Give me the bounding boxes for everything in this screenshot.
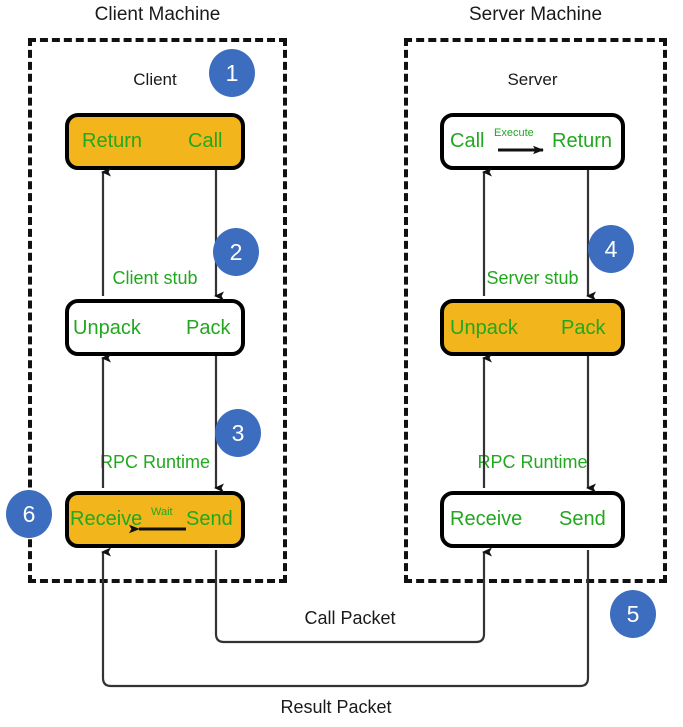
server-zone-title: Server [507,70,558,89]
result-packet-caption: Result Packet [280,697,392,717]
client-zone-title: Client [133,70,177,89]
server-machine-title: Server Machine [468,4,603,25]
server-stub-unpack-label: Unpack [450,317,518,339]
client-runtime-wait-label: Wait [151,506,173,518]
server-runtime-caption: RPC Runtime [477,452,588,472]
client-stub-caption: Client stub [112,268,198,288]
server-app-box[interactable] [440,113,625,170]
server-runtime-send-label: Send [559,508,606,530]
server-stub-box[interactable] [440,299,625,356]
client-stub-unpack-label: Unpack [73,317,141,339]
client-machine-title: Client Machine [94,4,221,25]
client-runtime-receive-label: Receive [70,508,143,530]
client-app-call-label: Call [188,130,223,152]
client-app-return-label: Return [82,130,143,152]
step-badge-3[interactable]: 3 [215,409,261,457]
call-packet-caption: Call Packet [304,608,396,628]
server-runtime-receive-label: Receive [450,508,523,530]
client-runtime-box[interactable] [65,491,245,548]
client-runtime-send-label: Send [186,508,233,530]
step-badge-2[interactable]: 2 [213,228,259,276]
server-stub-caption: Server stub [486,268,579,288]
server-app-execute-label: Execute [494,127,534,139]
step-badge-5[interactable]: 5 [610,590,656,638]
client-stub-pack-label: Pack [186,317,231,339]
server-runtime-box[interactable] [440,491,625,548]
step-badge-1[interactable]: 1 [209,49,255,97]
server-stub-pack-label: Pack [561,317,606,339]
client-stub-box[interactable] [65,299,245,356]
server-app-return-label: Return [552,130,613,152]
client-app-box[interactable] [65,113,245,170]
server-app-call-label: Call [450,130,485,152]
step-badge-4[interactable]: 4 [588,225,634,273]
client-runtime-caption: RPC Runtime [99,452,211,472]
step-badge-6[interactable]: 6 [6,490,52,538]
